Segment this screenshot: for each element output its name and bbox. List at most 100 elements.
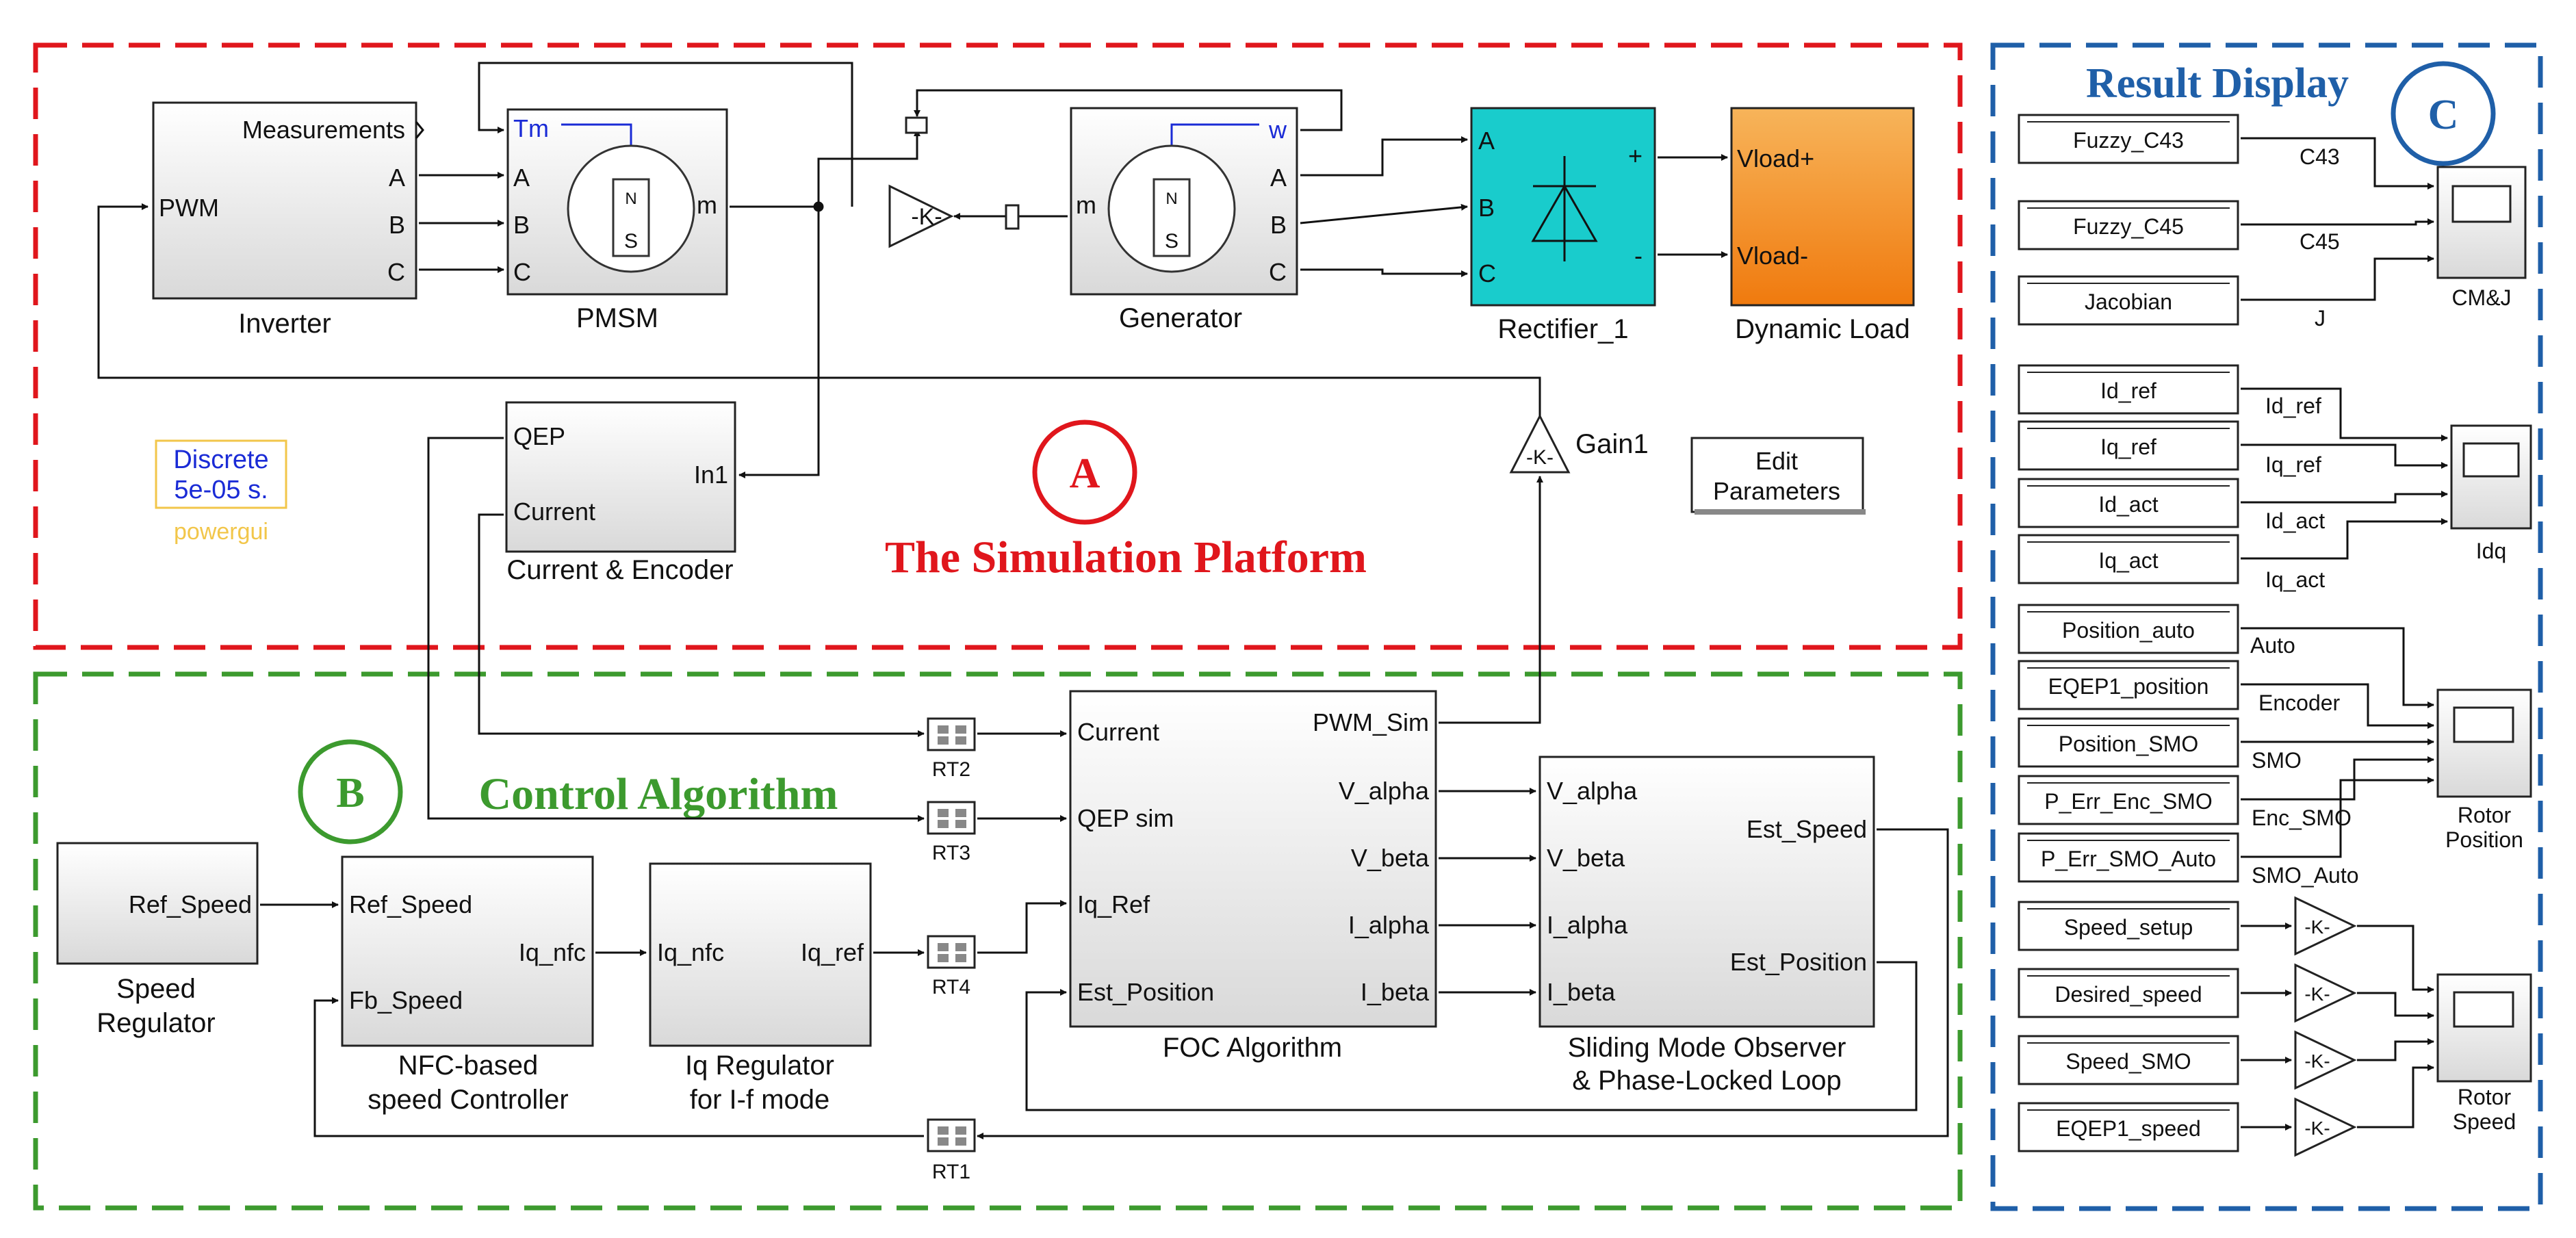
svg-text:Ref_Speed: Ref_Speed [129,890,252,918]
svg-text:Iq_nfc: Iq_nfc [519,938,586,966]
svg-text:-K-: -K- [2304,916,2330,938]
signal-iq-act: Iq_act [2265,567,2325,592]
svg-text:-K-: -K- [2304,983,2330,1005]
rectifier-block[interactable]: A B C + - [1470,107,1656,307]
svg-text:-K-: -K- [1526,446,1554,469]
edit-parameters-button[interactable]: Edit Parameters [1690,437,1866,515]
svg-text:N: N [1165,190,1177,208]
scope-cmj[interactable] [2436,166,2527,279]
svg-text:5e-05 s.: 5e-05 s. [174,476,268,504]
powergui-block[interactable]: Discrete 5e-05 s. [155,439,287,509]
svg-text:Iq_ref: Iq_ref [801,938,864,966]
svg-text:QEP: QEP [513,422,565,450]
inverter-block[interactable]: PWM Measurements A B C [152,101,417,300]
nfc-controller-caption-1: NFC-based [398,1050,539,1081]
generator-block[interactable]: m w A B C N S [1070,107,1298,296]
source-position-smo[interactable]: Position_SMO [2018,717,2239,768]
svg-text:Vload-: Vload- [1737,242,1808,270]
svg-text:Speed_setup: Speed_setup [2064,915,2193,940]
svg-text:B: B [1270,211,1287,239]
section-b-wiring [260,437,1949,1139]
svg-text:-K-: -K- [2304,1050,2330,1072]
svg-text:V_beta: V_beta [1351,844,1430,872]
nfc-controller-block[interactable]: Ref_Speed Fb_Speed Iq_nfc [341,855,594,1047]
selector-block [905,116,928,134]
svg-text:Iq_nfc: Iq_nfc [657,938,724,966]
foc-caption: FOC Algorithm [1163,1033,1342,1063]
svg-text:S: S [624,230,638,253]
svg-text:N: N [625,190,636,208]
rt4-caption: RT4 [932,976,970,998]
source-fuzzy-c43[interactable]: Fuzzy_C43 [2018,114,2239,164]
svg-text:Current: Current [1077,718,1159,746]
rt3-caption: RT3 [932,842,970,864]
section-b-badge [298,739,403,844]
svg-text:S: S [1165,230,1178,253]
section-a-title: The Simulation Platform [885,532,1367,582]
svg-text:Ref_Speed: Ref_Speed [349,890,472,918]
speed-gain-4[interactable]: -K- [2294,1097,2357,1157]
source-jacobian[interactable]: Jacobian [2018,275,2239,326]
source-p-err-enc-smo[interactable]: P_Err_Enc_SMO [2018,775,2239,825]
speed-regulator-caption-2: Regulator [96,1008,215,1038]
source-speed-smo[interactable]: Speed_SMO [2018,1035,2239,1085]
svg-text:Measurements: Measurements [242,116,405,144]
source-eqep1-speed[interactable]: EQEP1_speed [2018,1102,2239,1152]
svg-text:-: - [1634,242,1643,270]
scope-rotor-speed[interactable] [2436,973,2532,1083]
scope-rotor-position[interactable] [2436,688,2532,798]
source-p-err-smo-auto[interactable]: P_Err_SMO_Auto [2018,832,2239,883]
svg-text:m: m [1076,191,1096,219]
gain1-block[interactable]: -K- [1509,413,1571,474]
signal-iq-ref: Iq_ref [2265,452,2321,477]
svg-text:EQEP1_speed: EQEP1_speed [2056,1116,2201,1141]
rt4-block[interactable] [927,935,976,969]
scope-idq[interactable] [2450,424,2532,530]
svg-text:Id_act: Id_act [2098,492,2158,517]
svg-text:Parameters: Parameters [1713,477,1840,505]
speed-gain-3[interactable]: -K- [2294,1030,2357,1090]
rt2-block[interactable] [927,717,976,751]
scope-cmj-caption: CM&J [2451,285,2511,310]
svg-text:Vload+: Vload+ [1737,144,1814,172]
pmsm-block[interactable]: Tm A B C m N S [506,108,728,296]
source-speed-setup[interactable]: Speed_setup [2018,901,2239,951]
gain-k-block[interactable]: -K- [888,184,954,248]
svg-text:QEP sim: QEP sim [1077,804,1174,832]
svg-text:Position_SMO: Position_SMO [2059,732,2199,756]
dynamic-load-block[interactable]: Vload+ Vload- [1730,107,1915,307]
svg-text:Iq_ref: Iq_ref [2100,435,2156,459]
section-a-frame [33,42,1963,650]
source-desired-speed[interactable]: Desired_speed [2018,968,2239,1018]
scope-rotor-position-caption-1: Rotor [2458,803,2512,827]
sliding-mode-observer-block[interactable]: V_alpha V_beta I_alpha I_beta Est_Speed … [1538,756,1875,1028]
rt3-block[interactable] [927,801,976,835]
pmsm-caption: PMSM [576,303,658,333]
source-position-auto[interactable]: Position_auto [2018,604,2239,654]
source-iq-ref[interactable]: Iq_ref [2018,420,2239,471]
iq-regulator-block[interactable]: Iq_nfc Iq_ref [649,862,872,1047]
source-id-ref[interactable]: Id_ref [2018,364,2239,415]
speed-regulator-block[interactable]: Ref_Speed [56,842,259,965]
scope-rotor-position-caption-2: Position [2445,827,2523,852]
current-encoder-caption: Current & Encoder [506,555,733,585]
smo-caption-2: & Phase-Locked Loop [1572,1066,1842,1096]
section-b-frame [33,671,1963,1211]
source-eqep1-position[interactable]: EQEP1_position [2018,660,2239,710]
source-id-act[interactable]: Id_act [2018,478,2239,528]
svg-text:Edit: Edit [1755,447,1798,475]
speed-regulator-caption-1: Speed [116,974,196,1004]
inverter-caption: Inverter [238,309,331,339]
rt1-block[interactable] [927,1118,976,1152]
signal-id-act: Id_act [2265,508,2325,533]
speed-gain-1[interactable]: -K- [2294,896,2357,956]
current-encoder-block[interactable]: QEP Current In1 [505,401,736,553]
source-fuzzy-c45[interactable]: Fuzzy_C45 [2018,200,2239,250]
speed-gain-2[interactable]: -K- [2294,963,2357,1023]
svg-text:PWM_Sim: PWM_Sim [1313,708,1429,736]
source-iq-act[interactable]: Iq_act [2018,534,2239,584]
svg-text:V_alpha: V_alpha [1547,777,1638,805]
powergui-caption: powergui [174,519,268,545]
foc-algorithm-block[interactable]: Current QEP sim Iq_Ref Est_Position PWM_… [1069,690,1437,1028]
